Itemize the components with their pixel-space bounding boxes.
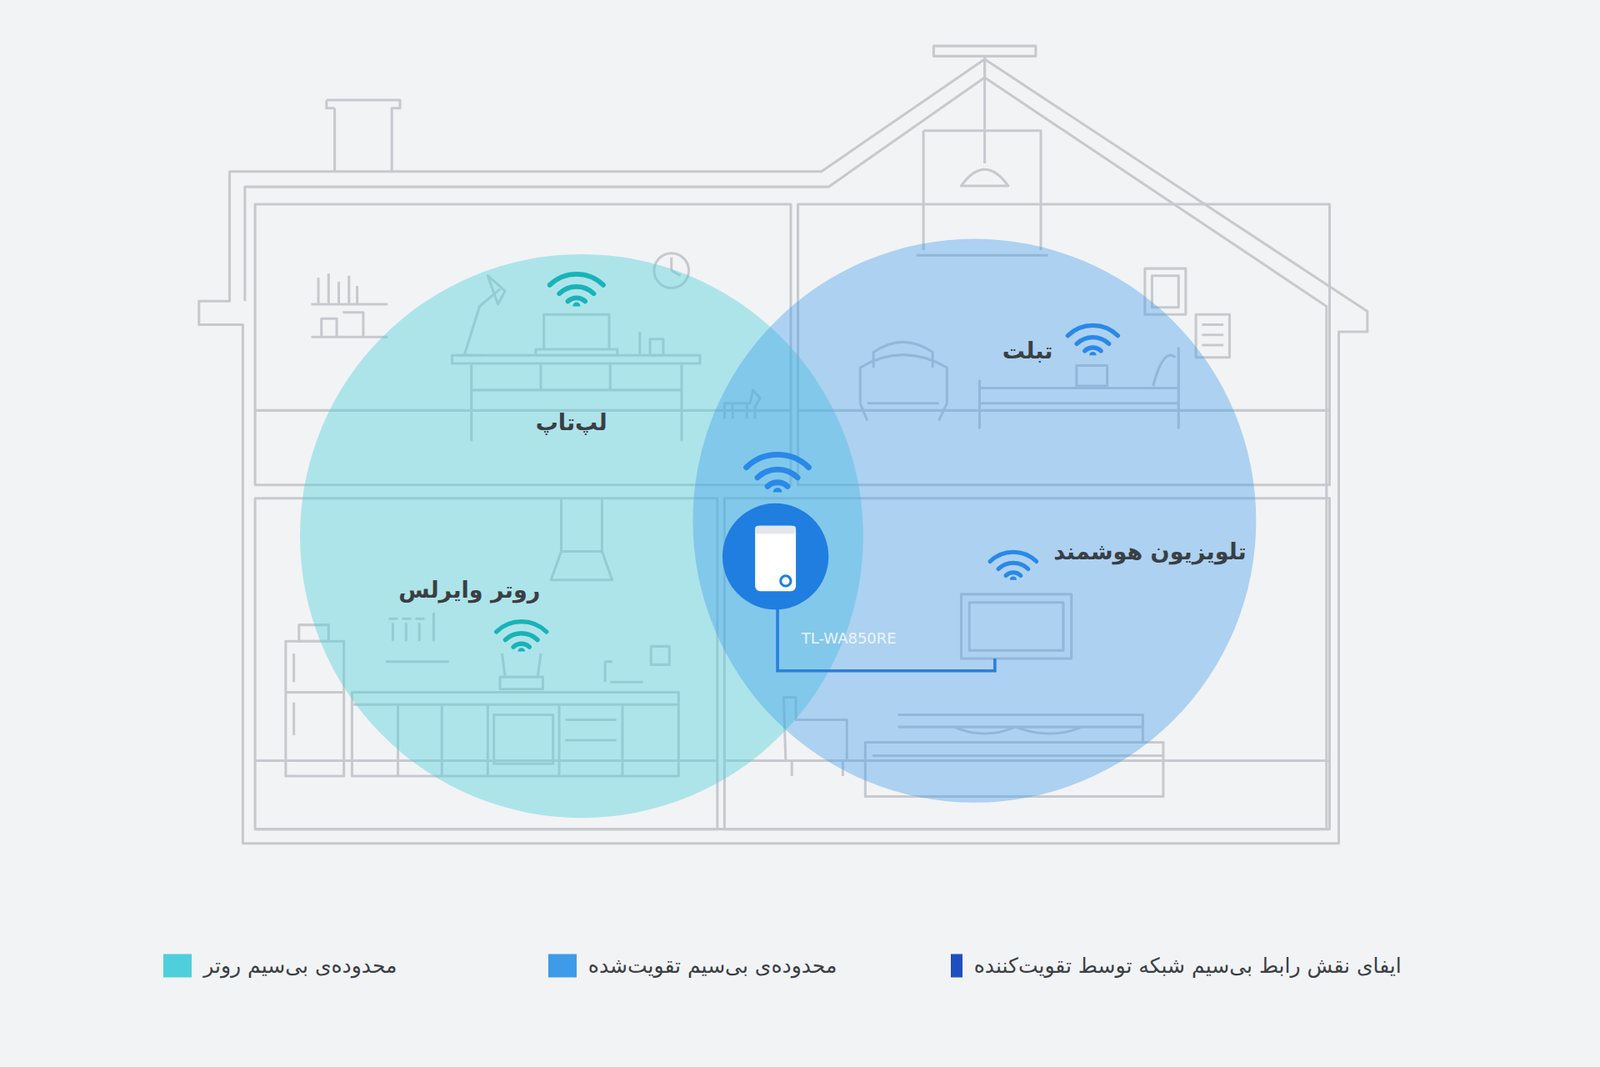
legend-text: محدوده‌ی بی‌سیم تقویت‌شده (588, 953, 838, 978)
legend-text: ایفای نقش رابط بی‌سیم شبکه توسط تقویت‌کن… (974, 953, 1402, 978)
device-label: روتر وایرلس (398, 575, 540, 602)
model-label: TL-WA850RE (801, 629, 897, 647)
legend-row: ایفای نقش رابط بی‌سیم شبکه توسط تقویت‌کن… (950, 953, 1401, 978)
legend-swatch (548, 953, 577, 977)
device-label: تبلت (1002, 337, 1054, 364)
legend-swatch (950, 953, 962, 977)
legend-swatch (163, 953, 192, 977)
legend-text: محدوده‌ی بی‌سیم روتر (203, 953, 397, 978)
legend-row: محدوده‌ی بی‌سیم تقویت‌شده (548, 953, 838, 978)
legend-row: محدوده‌ی بی‌سیم روتر (163, 953, 398, 978)
device-label: لپ‌تاپ (535, 408, 608, 435)
device-label: تلویزیون هوشمند (1053, 538, 1246, 565)
